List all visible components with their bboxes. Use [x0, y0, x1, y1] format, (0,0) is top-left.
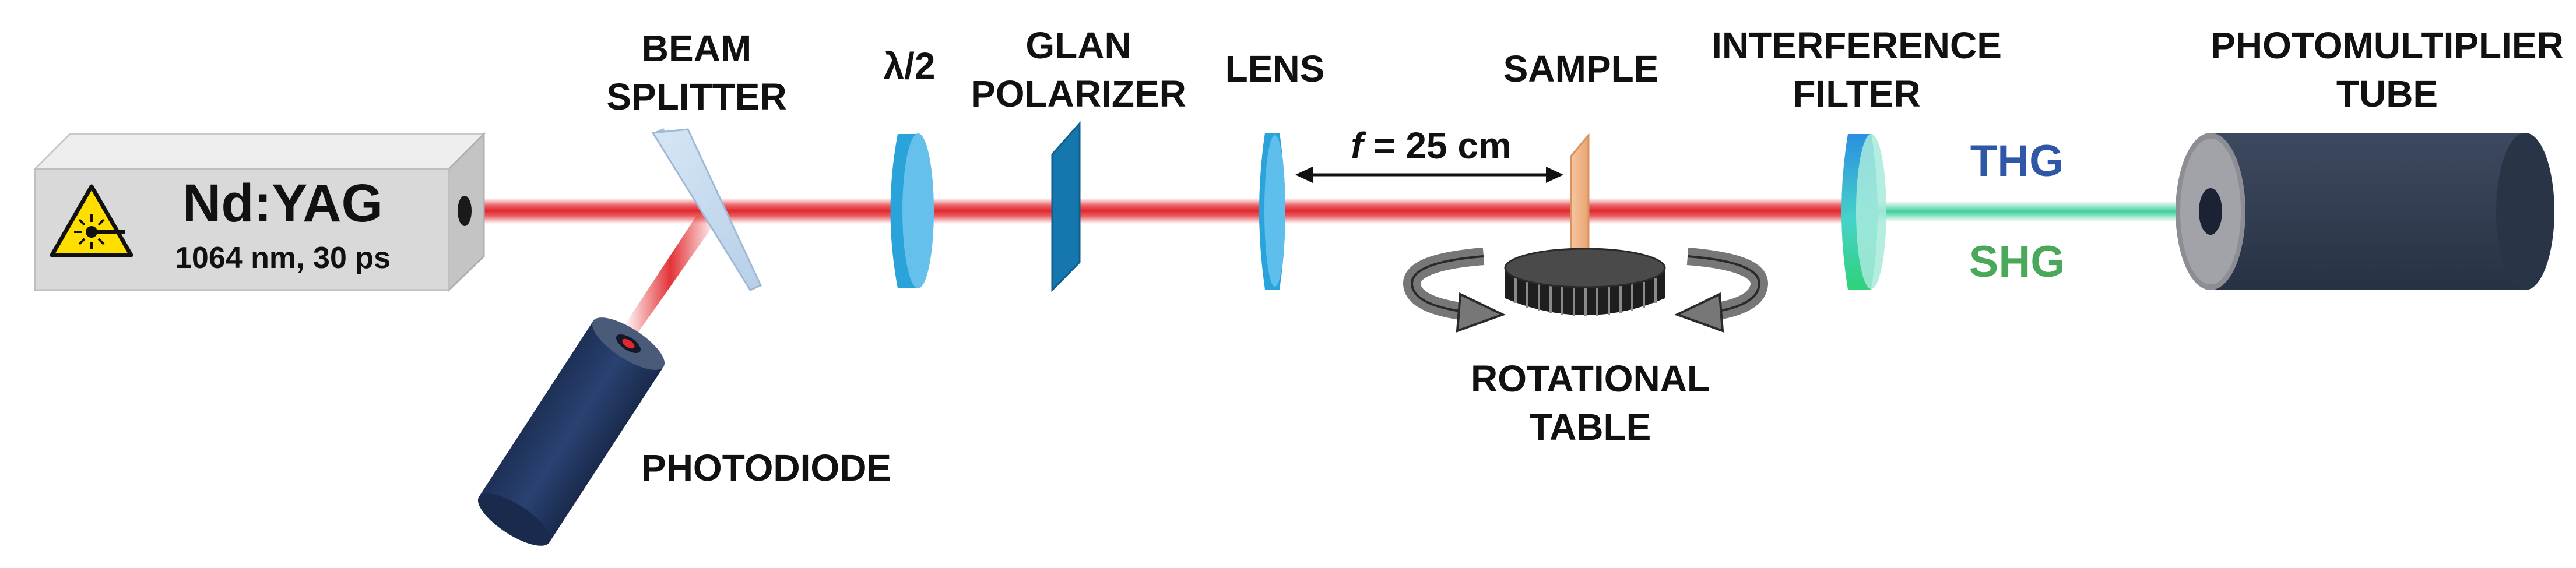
shg-label: SHG: [1969, 237, 2065, 287]
nd-yag-laser: Nd:YAG 1064 nm, 30 ps: [33, 132, 486, 292]
interference-filter: INTERFERENCE FILTER: [1712, 24, 2002, 290]
interference-filter-label-line2: FILTER: [1793, 73, 1920, 115]
photodiode: PHOTODIODE: [477, 317, 891, 546]
laser-warning-icon: [50, 184, 133, 257]
photomultiplier-label-line1: PHOTOMULTIPLIER: [2210, 24, 2564, 66]
thg-label: THG: [1970, 136, 2064, 186]
sample-label: SAMPLE: [1503, 48, 1659, 90]
photomultiplier-tube: PHOTOMULTIPLIER TUBE: [2176, 24, 2564, 290]
laser-specs: 1064 nm, 30 ps: [175, 241, 391, 275]
photodiode-label: PHOTODIODE: [641, 447, 891, 489]
focusing-lens: LENS: [1225, 48, 1325, 290]
beam-splitter-label-line1: BEAM: [642, 27, 751, 69]
rotation-arrow-icon: [1403, 248, 1506, 333]
focal-length-value: = 25 cm: [1363, 125, 1511, 167]
half-wave-plate-label: λ/2: [884, 45, 936, 87]
rotation-arrow-icon: [1674, 248, 1768, 333]
lens-label: LENS: [1225, 48, 1325, 90]
sample: SAMPLE: [1503, 48, 1659, 280]
harmonic-output-beam: [1862, 201, 2212, 222]
rotational-table: ROTATIONAL TABLE: [1403, 248, 1768, 448]
glan-polarizer: GLAN POLARIZER: [971, 24, 1186, 292]
beam-splitter: BEAM SPLITTER: [606, 27, 787, 291]
glan-polarizer-label-line1: GLAN: [1025, 24, 1131, 66]
photomultiplier-label-line2: TUBE: [2336, 73, 2438, 115]
interference-filter-label-line1: INTERFERENCE: [1712, 24, 2002, 66]
half-wave-plate: λ/2: [884, 45, 936, 288]
laser-name: Nd:YAG: [182, 174, 383, 233]
glan-polarizer-label-line2: POLARIZER: [971, 73, 1186, 115]
rotational-table-label-line2: TABLE: [1530, 406, 1651, 448]
focal-length-indicator: f = 25 cm: [1295, 125, 1563, 183]
svg-text:f = 25 cm: f = 25 cm: [1351, 125, 1512, 167]
rotational-table-label-line1: ROTATIONAL: [1471, 358, 1710, 400]
beam-splitter-label-line2: SPLITTER: [606, 76, 786, 118]
